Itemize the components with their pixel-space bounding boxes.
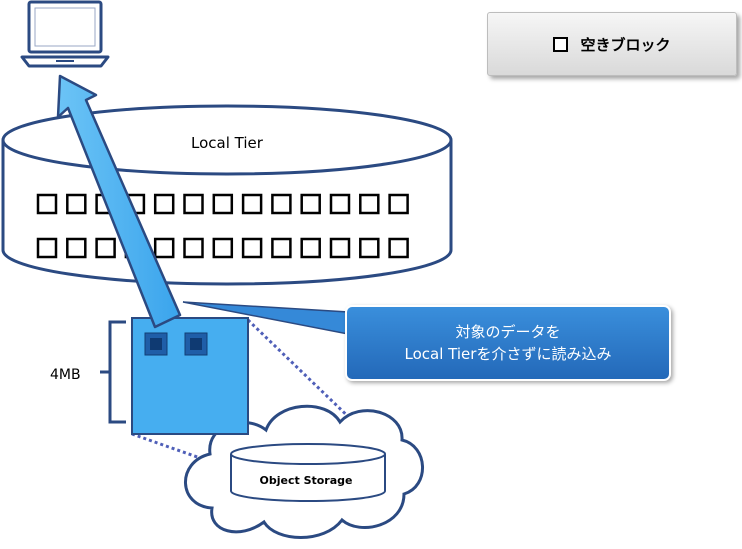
object-storage-cylinder (230, 443, 386, 502)
free-block (359, 193, 380, 215)
callout-text: 対象のデータを Local Tierを介さずに読み込み (346, 306, 670, 380)
laptop-icon (20, 0, 110, 68)
free-block-legend-icon (553, 36, 569, 52)
free-block (183, 237, 204, 259)
free-block (183, 193, 204, 215)
free-block (388, 237, 409, 259)
free-block (66, 193, 87, 215)
free-block (300, 237, 321, 259)
free-block (388, 193, 409, 215)
free-block (271, 193, 292, 215)
data-chunk (131, 317, 249, 435)
free-block (329, 237, 351, 259)
free-block (329, 193, 351, 215)
free-block (212, 193, 234, 215)
free-block (36, 193, 58, 215)
callout-line-1: 対象のデータを (455, 323, 561, 341)
free-block (300, 193, 321, 215)
free-block (66, 237, 87, 259)
free-block (271, 237, 292, 259)
object-storage-label: Object Storage (260, 474, 353, 487)
callout-line-2: Local Tierを介さずに読み込み (404, 345, 612, 363)
legend: 空きブロック (487, 12, 737, 76)
read-direction-arrow (56, 74, 182, 329)
size-brace (100, 320, 126, 424)
free-block (212, 237, 234, 259)
free-block (359, 237, 380, 259)
free-block (241, 193, 263, 215)
legend-label: 空きブロック (580, 35, 671, 54)
free-block (95, 237, 116, 259)
free-block (153, 193, 175, 215)
free-block (241, 237, 263, 259)
callout-box (345, 305, 671, 381)
free-block (36, 237, 58, 259)
chunk-size-label: 4MB (50, 367, 81, 383)
local-tier-label: Local Tier (191, 134, 264, 152)
free-block (153, 237, 175, 259)
